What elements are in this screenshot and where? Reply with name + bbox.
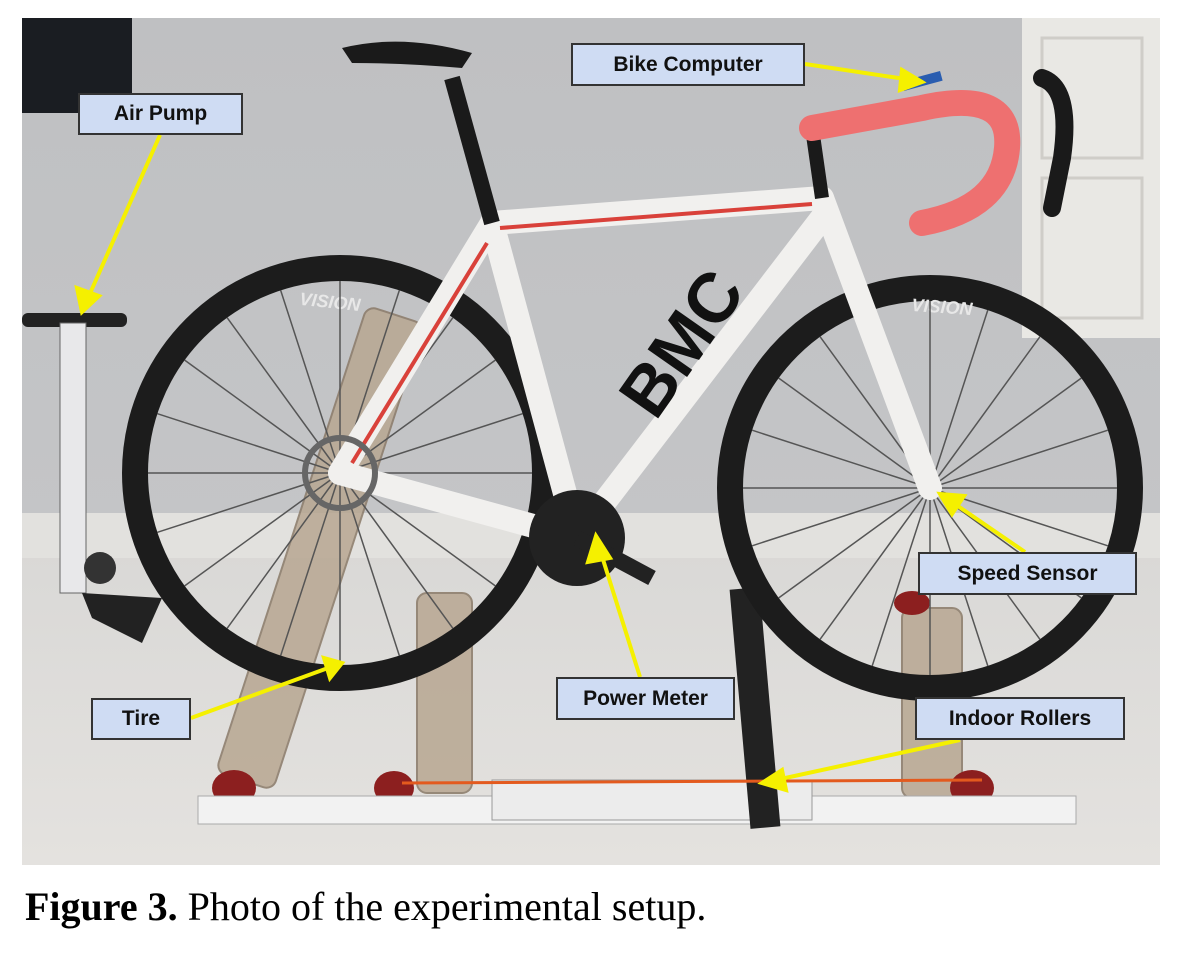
front-rim-brand-text: VISION [911, 295, 974, 319]
wheel-spoke [339, 412, 523, 474]
rear-rim-brand-text: VISION [299, 289, 363, 315]
figure-number: Figure 3. [25, 884, 178, 929]
wheel-spoke [339, 472, 454, 629]
label-speed-sensor: Speed Sensor [918, 552, 1137, 595]
experimental-setup-photo: VISION VISION BMC [22, 18, 1160, 865]
label-air-pump: Air Pump [78, 93, 243, 135]
caption-text: Photo of the experimental setup. [177, 884, 707, 929]
wheel-spoke [157, 412, 341, 474]
label-tire: Tire [91, 698, 191, 740]
wheel-spoke [778, 377, 931, 489]
wheel-spoke [751, 429, 931, 489]
label-indoor-rollers: Indoor Rollers [915, 697, 1125, 740]
wheel-spoke [339, 472, 401, 656]
wheel-spoke [339, 359, 496, 474]
figure-caption: Figure 3. Photo of the experimental setu… [25, 883, 706, 930]
wheel-spoke [184, 472, 341, 587]
wheel-spoke [929, 429, 1109, 489]
label-bike-computer: Bike Computer [571, 43, 805, 86]
wheel-spoke [751, 487, 931, 547]
wheel-spoke [279, 472, 341, 656]
bike-illustration: VISION VISION BMC [22, 18, 1160, 829]
label-power-meter: Power Meter [556, 677, 735, 720]
wheel-spoke [279, 290, 341, 474]
wheel-spoke [226, 317, 341, 474]
wheel-spoke [157, 472, 341, 534]
wheel-spoke [778, 487, 931, 599]
wheel-spoke [929, 309, 989, 489]
wheel-spoke [929, 336, 1041, 489]
wheel-spoke [871, 487, 931, 667]
wheel-spoke [184, 359, 341, 474]
wheel-spoke [819, 487, 931, 640]
wheel-spoke [929, 377, 1082, 489]
wheel-spoke [226, 472, 341, 629]
